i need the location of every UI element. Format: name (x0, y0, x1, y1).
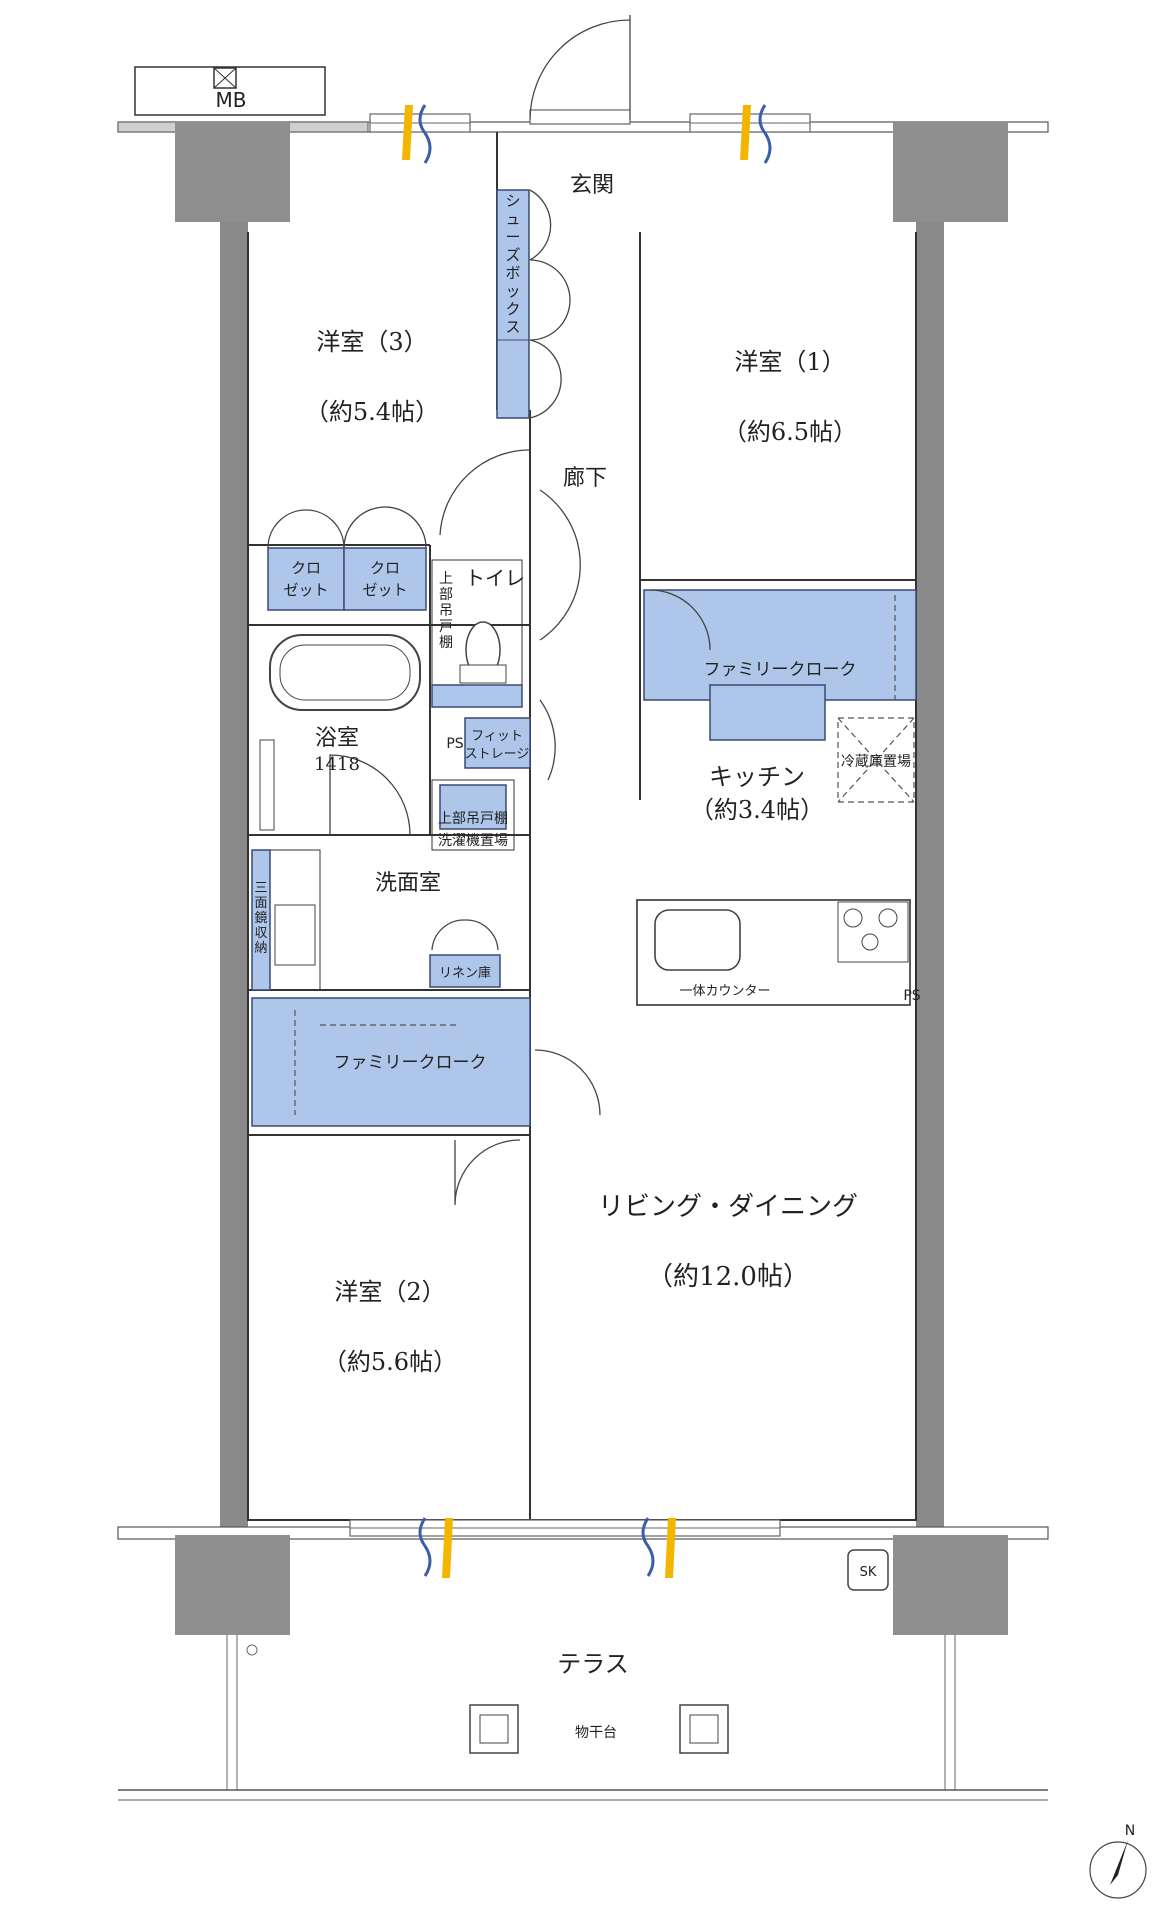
room-washroom: 洗面室 (375, 871, 441, 896)
ps-label-west: PS (446, 736, 463, 752)
room-kitchen-name: キッチン (709, 763, 805, 791)
svg-text:三: 三 (254, 881, 267, 896)
vanity (251, 849, 321, 991)
family-closet-left: ファミリークローク (251, 997, 531, 1127)
room-living-area: （約12.0帖） (647, 1262, 809, 1292)
drying-rack-right (679, 1704, 729, 1754)
svg-text:鏡: 鏡 (254, 911, 267, 926)
airflow-bottom-left-icon (418, 1517, 453, 1578)
svg-text:シ: シ (505, 192, 520, 210)
interior-walls (247, 132, 917, 1521)
svg-text:冷蔵庫置場: 冷蔵庫置場 (841, 753, 911, 770)
room-bath: 浴室 (315, 726, 359, 751)
svg-text:上: 上 (439, 571, 453, 587)
airflow-top-left-icon (402, 104, 432, 164)
svg-text:吊: 吊 (439, 603, 453, 619)
svg-text:ゼット: ゼット (362, 581, 407, 599)
room-western2-name: 洋室（2） (334, 1278, 445, 1306)
svg-text:ゼット: ゼット (283, 581, 328, 599)
linen-storage: リネン庫 (429, 919, 501, 988)
kitchen-counter: 一体カウンター (636, 899, 911, 1006)
pillar-bottom-right (893, 1535, 1008, 1635)
fridge-space: 冷蔵庫置場 (837, 717, 915, 803)
room-kitchen-area: （約3.4帖） (690, 796, 824, 824)
svg-text:上部吊戸棚: 上部吊戸棚 (438, 811, 508, 827)
terrace-rails (118, 1635, 1048, 1801)
svg-text:ッ: ッ (505, 282, 520, 300)
room-bath-size: 1418 (314, 754, 360, 775)
pillar-top-right (893, 122, 1008, 222)
door-fit-storage (539, 699, 556, 781)
toilet-fixture (431, 559, 523, 708)
door-western2 (454, 1139, 521, 1206)
svg-text:ボ: ボ (505, 264, 520, 282)
north-compass-icon: N (1089, 1823, 1147, 1899)
upper-shelf-vertical-label: 上 部 吊 戸 棚 (439, 571, 453, 651)
room-toilet: トイレ (465, 566, 525, 590)
sk-sink: SK (847, 1549, 889, 1591)
door-western3 (439, 449, 531, 536)
room-living-name: リビング・ダイニング (598, 1192, 858, 1222)
svg-text:戸: 戸 (439, 619, 453, 635)
family-closet-right: ファミリークローク (643, 589, 917, 741)
svg-text:ファミリークローク: ファミリークローク (334, 1053, 487, 1073)
svg-text:一体カウンター: 一体カウンター (679, 984, 770, 999)
svg-text:ー: ー (505, 228, 520, 246)
washer-area: 上部吊戸棚 洗濯機置場 (431, 779, 515, 851)
door-hallway (539, 489, 581, 641)
shoe-box-label: シ ュ ー ズ ボ ッ ク ス (505, 192, 520, 336)
room-western2-area: （約5.6帖） (323, 1348, 457, 1376)
wall-right (916, 222, 944, 1532)
svg-text:クロ: クロ (291, 559, 321, 577)
svg-text:面: 面 (254, 896, 267, 911)
pillar-top-left (175, 122, 290, 222)
airflow-top-right-icon (740, 104, 772, 164)
pillar-bottom-left (175, 1535, 290, 1635)
svg-text:収: 収 (254, 926, 267, 941)
fit-storage-label-2: ストレージ (465, 747, 530, 762)
mirror-storage-label: 三 面 鏡 収 納 (254, 881, 267, 956)
wall-left (220, 222, 248, 1532)
svg-text:リネン庫: リネン庫 (439, 966, 491, 981)
fit-storage-label-1: フィット (471, 729, 523, 744)
ps-label-east: PS (903, 988, 920, 1004)
mb-box: MB (134, 66, 326, 116)
bottom-window (349, 1519, 781, 1537)
room-terrace: テラス (557, 1650, 629, 1678)
shoe-box (496, 189, 571, 419)
svg-text:ク: ク (505, 300, 520, 318)
room-western3-area: （約5.4帖） (305, 398, 439, 426)
svg-text:ュ: ュ (505, 210, 520, 228)
svg-text:ファミリークローク: ファミリークローク (704, 660, 857, 680)
room-entrance: 玄関 (570, 173, 614, 198)
door-living (534, 1049, 601, 1116)
room-hallway: 廊下 (563, 466, 607, 491)
svg-text:棚: 棚 (439, 635, 453, 651)
closet-pair: クロ ゼット クロ ゼット (267, 506, 427, 611)
svg-text:納: 納 (254, 941, 267, 956)
svg-text:ズ: ズ (505, 246, 520, 264)
bathtub (259, 634, 421, 836)
svg-text:N: N (1125, 1823, 1135, 1839)
svg-text:SK: SK (860, 1565, 877, 1580)
svg-text:洗濯機置場: 洗濯機置場 (438, 833, 508, 849)
drying-rack-left (469, 1704, 519, 1754)
airflow-bottom-right-icon (641, 1517, 676, 1578)
svg-text:ス: ス (505, 318, 520, 336)
room-western1-area: （約6.5帖） (723, 418, 857, 446)
room-western1-name: 洋室（1） (734, 348, 845, 376)
svg-text:部: 部 (439, 587, 453, 603)
fit-storage (464, 717, 531, 769)
room-western3-name: 洋室（3） (316, 328, 427, 356)
entrance-door (529, 15, 631, 125)
drying-rack-label: 物干台 (575, 1725, 617, 1741)
mb-label: MB (216, 88, 247, 112)
svg-text:クロ: クロ (370, 559, 400, 577)
